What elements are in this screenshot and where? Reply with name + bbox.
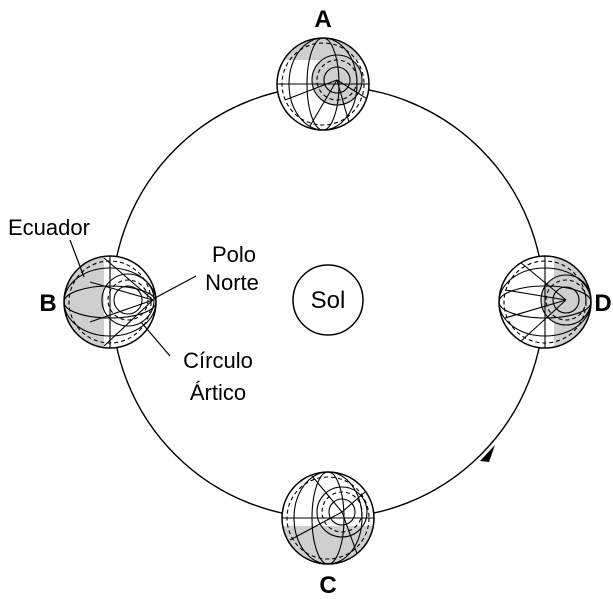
arctic-circle-label-line2: Ártico xyxy=(190,380,246,405)
position-label-c: C xyxy=(319,572,336,599)
position-label-a: A xyxy=(314,6,331,33)
globe-outline xyxy=(498,255,592,349)
arctic-circle-leader xyxy=(140,321,171,357)
north-pole-label-line2: Norte xyxy=(205,270,259,295)
equator-label: Ecuador xyxy=(8,215,90,240)
globe-c xyxy=(281,471,375,565)
position-label-b: B xyxy=(39,290,56,317)
equator-leader xyxy=(69,239,85,278)
globe-outline xyxy=(281,471,375,565)
globe-outline xyxy=(63,255,157,349)
arctic-circle-label-line1: Círculo xyxy=(183,348,253,373)
north-pole-label-line1: Polo xyxy=(212,242,256,267)
sun: Sol xyxy=(292,264,364,336)
globe-d xyxy=(498,255,592,349)
globe-outline xyxy=(276,37,370,131)
north-pole-leader xyxy=(154,275,197,299)
globe-b xyxy=(63,255,157,349)
night-side xyxy=(64,256,104,348)
sun-label: Sol xyxy=(311,287,346,314)
position-label-d: D xyxy=(594,290,611,317)
arrowhead-icon xyxy=(480,445,495,462)
sun-circle xyxy=(292,264,364,336)
globe-a xyxy=(276,37,370,131)
